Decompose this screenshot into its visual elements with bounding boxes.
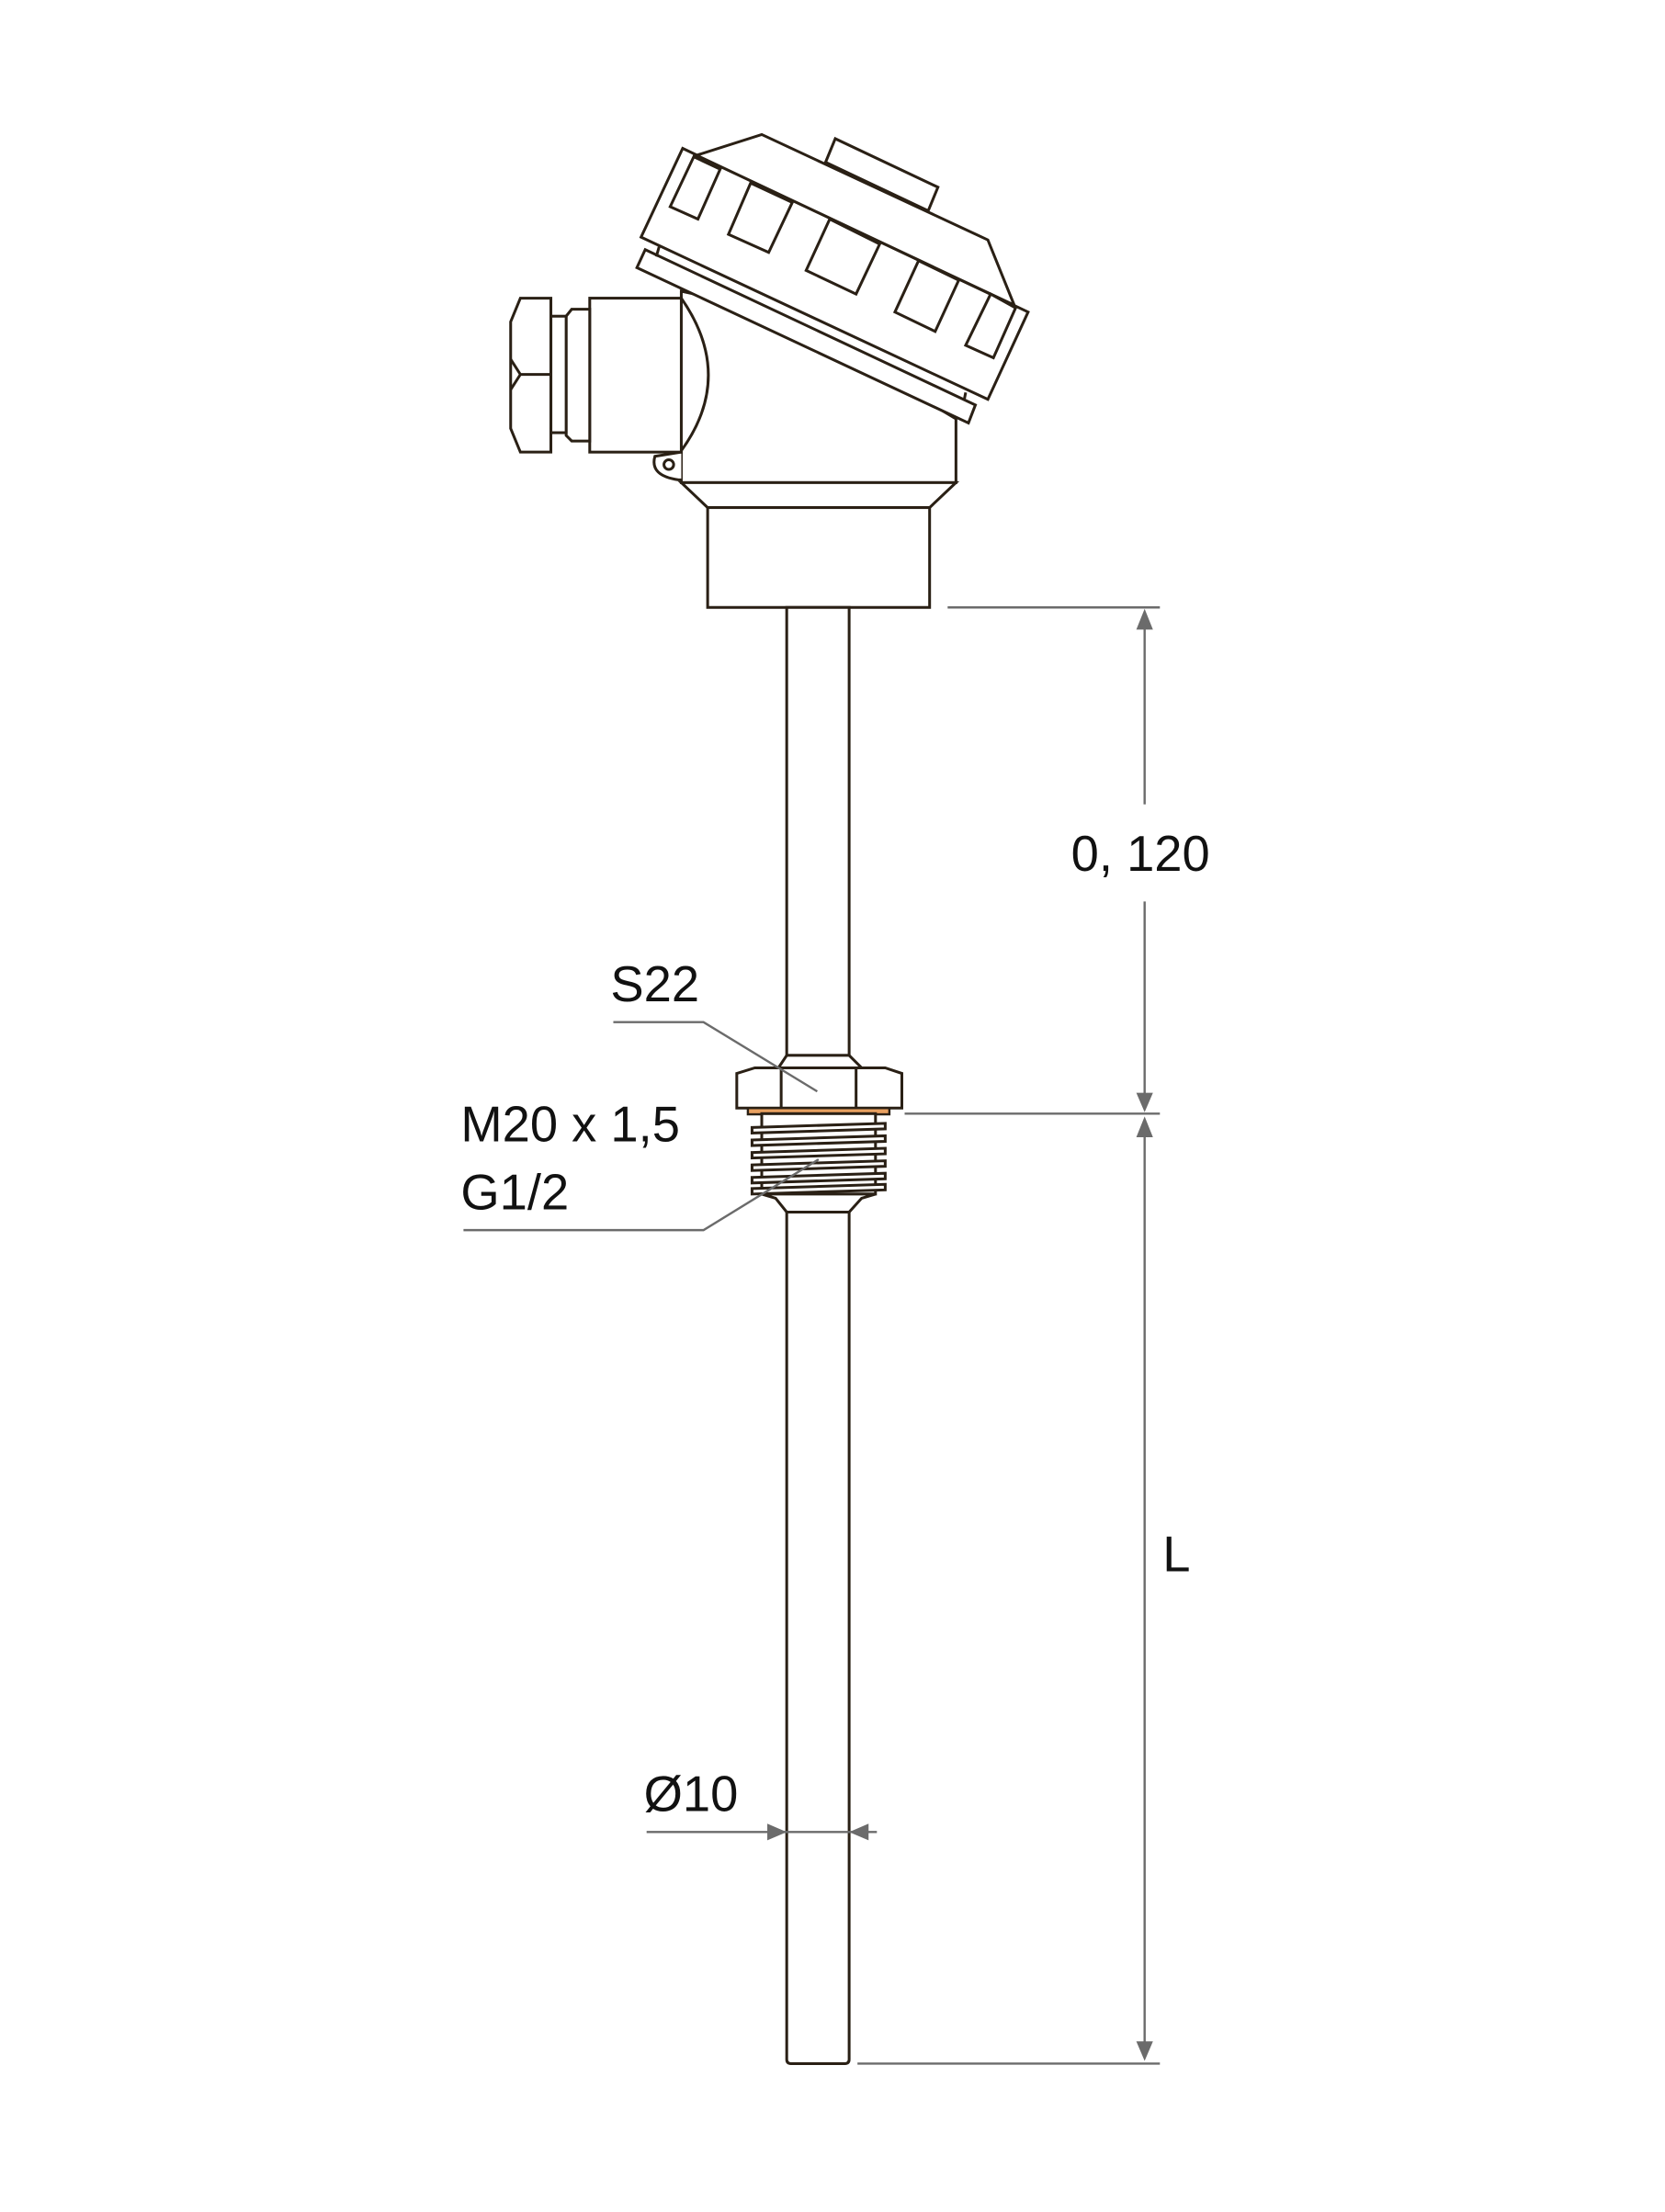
threaded-fitting — [735, 1054, 903, 1214]
hex-size-label: S22 — [610, 956, 699, 1012]
protection-tube — [785, 1210, 851, 2065]
hex-nut — [735, 1066, 903, 1110]
leader-hex-size: S22 — [610, 956, 819, 1093]
leader-thread: M20 x 1,5 G1/2 — [460, 1096, 820, 1232]
head-length-label: 0, 120 — [1071, 826, 1210, 882]
thread-ridges — [750, 1122, 887, 1196]
tube-diameter-label: Ø10 — [644, 1766, 739, 1823]
thread-metric-label: M20 x 1,5 — [460, 1096, 680, 1152]
connection-head — [509, 132, 1030, 609]
head-neck — [706, 506, 932, 609]
gland-body — [588, 297, 683, 454]
insertion-length-label: L — [1162, 1527, 1190, 1583]
cover-top — [692, 132, 1017, 309]
gland-collar — [549, 314, 568, 434]
cover-tab — [823, 136, 940, 213]
head-taper — [677, 480, 960, 510]
cover-slot — [804, 217, 882, 297]
thread-pipe-label: G1/2 — [460, 1164, 569, 1220]
dimension-tube-diameter: Ø10 — [644, 1766, 878, 1841]
cover-slot — [726, 181, 795, 254]
cover-slot — [892, 258, 961, 333]
gland-ring — [564, 308, 592, 443]
dimension-insertion-length: L — [857, 1112, 1191, 2065]
cover-slot — [668, 154, 722, 221]
cover-gasket — [635, 247, 978, 425]
lug-hole — [663, 457, 675, 471]
dimension-head-length: 0, 120 — [947, 606, 1210, 1112]
cover-slot — [963, 291, 1018, 360]
extension-tube — [785, 605, 851, 1057]
